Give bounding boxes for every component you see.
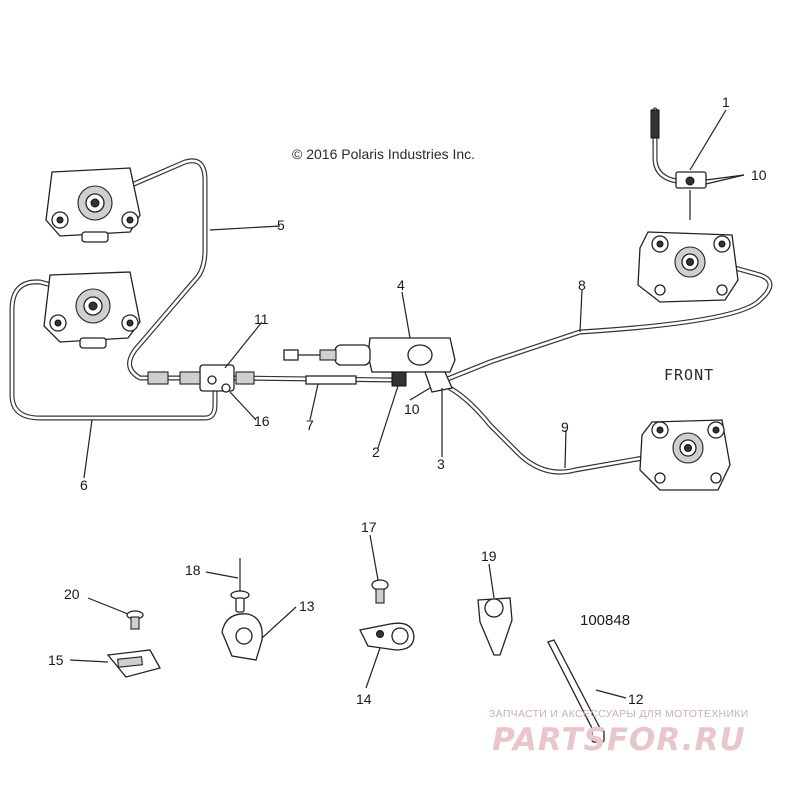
callout-20: 20 bbox=[64, 586, 80, 602]
callout-8: 8 bbox=[578, 277, 586, 293]
screw-20 bbox=[126, 610, 144, 630]
callout-17: 17 bbox=[361, 519, 377, 535]
callout-2: 2 bbox=[372, 444, 380, 460]
callout-5: 5 bbox=[277, 217, 285, 233]
callout-15: 15 bbox=[48, 652, 64, 668]
front-caliper-right bbox=[637, 231, 739, 303]
watermark: ЗАПЧАСТИ И АКСЕССУАРЫ ДЛЯ МОТОТЕХНИКИ PA… bbox=[489, 708, 749, 758]
rivet-18 bbox=[230, 558, 250, 613]
callout-14: 14 bbox=[356, 691, 372, 707]
callout-7: 7 bbox=[306, 417, 314, 433]
callout-4: 4 bbox=[397, 277, 405, 293]
clamp-13 bbox=[221, 613, 263, 661]
junction-block bbox=[147, 364, 255, 393]
leader-lines bbox=[69, 109, 745, 699]
clip-19 bbox=[477, 597, 513, 656]
callout-18: 18 bbox=[185, 562, 201, 578]
front-caliper-left bbox=[639, 419, 731, 491]
clamp-14 bbox=[359, 622, 415, 651]
callout-6: 6 bbox=[80, 477, 88, 493]
callout-16: 16 bbox=[254, 413, 270, 429]
callout-numbers: 1 10 5 8 4 11 16 7 10 2 3 9 6 17 18 13 1… bbox=[48, 94, 767, 707]
document-number: 100848 bbox=[580, 612, 630, 629]
callout-1: 1 bbox=[722, 94, 730, 110]
callout-13: 13 bbox=[299, 598, 315, 614]
screw-17 bbox=[371, 579, 389, 604]
callout-10-top: 10 bbox=[751, 167, 767, 183]
callout-12: 12 bbox=[628, 691, 644, 707]
cable-tie-12 bbox=[547, 639, 605, 743]
watermark-logo: PARTSFOR.RU bbox=[492, 722, 746, 758]
callout-3: 3 bbox=[437, 456, 445, 472]
rear-caliper-upper bbox=[45, 167, 141, 243]
brake-pipe-bracket bbox=[650, 109, 707, 189]
nut-clip-15 bbox=[106, 649, 161, 678]
front-label: FRONT bbox=[664, 366, 714, 384]
callout-10-mid: 10 bbox=[404, 401, 420, 417]
watermark-tagline: ЗАПЧАСТИ И АКСЕССУАРЫ ДЛЯ МОТОТЕХНИКИ bbox=[489, 708, 749, 720]
callout-9: 9 bbox=[561, 419, 569, 435]
copyright-text: © 2016 Polaris Industries Inc. bbox=[292, 146, 475, 162]
callout-11: 11 bbox=[254, 311, 269, 327]
master-cylinder bbox=[283, 337, 456, 393]
callout-19: 19 bbox=[481, 548, 497, 564]
rear-caliper-lower bbox=[43, 271, 141, 349]
